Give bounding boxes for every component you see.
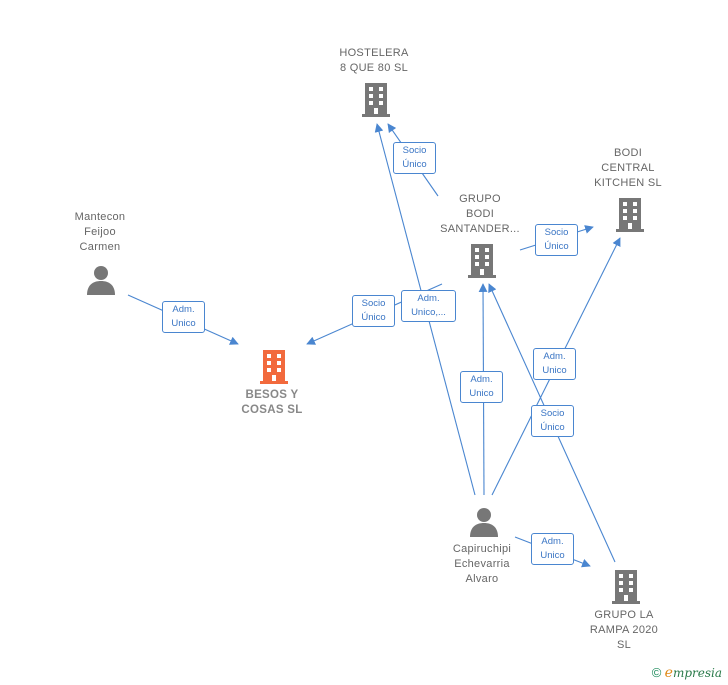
person-icon xyxy=(470,508,498,537)
brand-rest: mpresia xyxy=(672,666,722,680)
node-grupo-la-rampa[interactable]: GRUPO LA RAMPA 2020 SL xyxy=(568,570,680,653)
badge-adm-unico-grupo-bodi[interactable]: Adm. Unico xyxy=(460,371,503,403)
badge-adm-unico-bodi-central[interactable]: Adm. Unico xyxy=(533,348,576,380)
building-icon xyxy=(260,350,288,384)
person-icon xyxy=(87,266,115,295)
node-mantecon[interactable]: Mantecon Feijoo Carmen xyxy=(44,210,156,295)
brand-e: e xyxy=(664,665,673,681)
node-label: GRUPO BODI SANTANDER... xyxy=(440,193,520,235)
copyright-icon: © xyxy=(651,665,662,680)
building-icon xyxy=(362,83,390,117)
badge-adm-unico-grupo-rampa[interactable]: Adm. Unico xyxy=(531,533,574,565)
badge-socio-unico-hostelera[interactable]: Socio Único xyxy=(393,142,436,174)
node-label: BODI CENTRAL KITCHEN SL xyxy=(594,147,662,189)
node-label: GRUPO LA RAMPA 2020 SL xyxy=(589,609,659,651)
node-grupo-bodi[interactable]: GRUPO BODI SANTANDER... xyxy=(424,192,536,278)
node-label: Capiruchipi Echevarria Alvaro xyxy=(452,543,512,585)
node-hostelera[interactable]: HOSTELERA 8 QUE 80 SL xyxy=(318,46,430,117)
badge-socio-unico-besos[interactable]: Socio Único xyxy=(352,295,395,327)
building-icon xyxy=(612,570,640,604)
node-label: HOSTELERA 8 QUE 80 SL xyxy=(339,47,409,74)
badge-socio-unico-bodi-central[interactable]: Socio Único xyxy=(535,224,578,256)
node-label: Mantecon Feijoo Carmen xyxy=(74,211,126,253)
building-icon xyxy=(616,198,644,232)
badge-adm-unico-mantecon[interactable]: Adm. Unico xyxy=(162,301,205,333)
node-bodi-central[interactable]: BODI CENTRAL KITCHEN SL xyxy=(572,146,684,232)
node-capiruchipi[interactable]: Capiruchipi Echevarria Alvaro xyxy=(426,507,538,587)
building-icon xyxy=(468,244,496,278)
empresia-logo: © empresia xyxy=(652,665,722,681)
node-label: BESOS Y COSAS SL xyxy=(241,389,303,416)
badge-socio-unico-grupo-bodi[interactable]: Socio Único xyxy=(531,405,574,437)
node-besos-y-cosas[interactable]: BESOS Y COSAS SL xyxy=(216,350,328,418)
badge-adm-unico-besos[interactable]: Adm. Unico,... xyxy=(401,290,456,322)
